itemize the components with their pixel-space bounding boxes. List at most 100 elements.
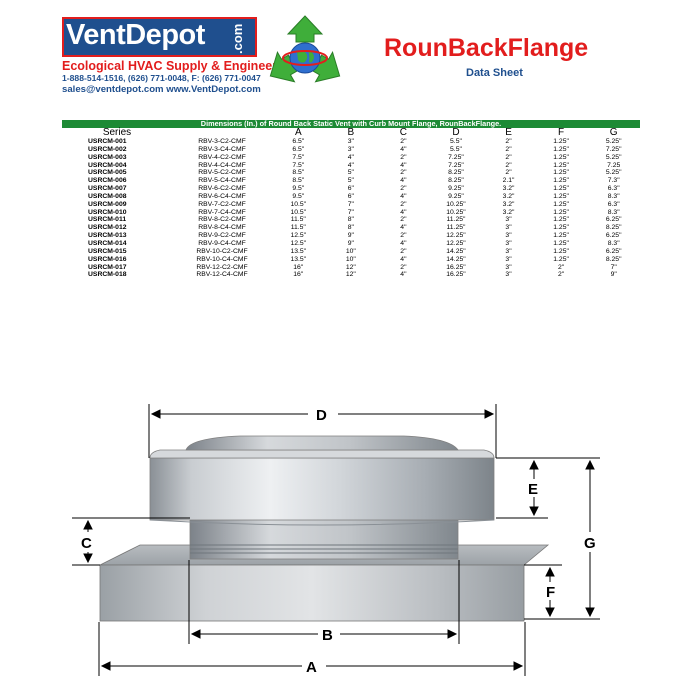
dimension-cell: 5.25": [605, 153, 622, 161]
dimension-cell: 2": [557, 271, 565, 279]
dimension-cell: 1.25": [553, 192, 569, 200]
dimension-cell: 11.5": [290, 224, 306, 232]
model-cell: RBV-10-C4-CMF: [196, 255, 248, 263]
dimension-cell: 3": [347, 145, 354, 153]
dimension-cell: 6.3": [607, 185, 620, 193]
dimension-cell: 6.3": [607, 200, 620, 208]
product-subtitle: Data Sheet: [466, 67, 523, 79]
dimension-cell: 8.5": [292, 169, 305, 177]
dimension-cell: 10.25": [446, 208, 466, 216]
dimension-cell: 2": [505, 153, 512, 161]
dimension-cell: 2": [400, 247, 407, 255]
dimension-cell: 8.3": [607, 239, 620, 247]
dimension-cell: 2": [400, 232, 407, 240]
dimension-cell: 3.2": [502, 208, 515, 216]
dimension-cell: 2": [400, 200, 407, 208]
dimension-cell: 1.25": [553, 239, 569, 247]
model-cell: RBV-9-C4-CMF: [198, 239, 246, 247]
model-cell: RBV-3-C2-CMF: [198, 138, 246, 145]
model-cell: RBV-8-C2-CMF: [198, 216, 246, 224]
dimension-cell: 16.25": [446, 271, 466, 279]
flange-front: [99, 564, 525, 622]
dimension-cell: 12.25": [446, 232, 466, 240]
dimension-cell: 3": [505, 247, 512, 255]
dimension-cell: 3": [505, 232, 512, 240]
dimension-cell: 8.25": [448, 177, 464, 185]
dimension-cell: 2": [505, 145, 512, 153]
logo-name: VentDepot: [66, 19, 205, 51]
dimension-cell: 10.5": [290, 200, 307, 208]
dimension-cell: 9": [347, 232, 354, 240]
dimension-cell: 9": [347, 239, 354, 247]
dimension-cell: 1.25": [553, 247, 569, 255]
model-cell: RBV-4-C2-CMF: [198, 153, 246, 161]
dimension-cell: 7.5": [292, 153, 305, 161]
dimension-cell: 2": [505, 169, 512, 177]
series-cell: USRCM-010: [88, 208, 127, 216]
series-cell: USRCM-008: [88, 192, 127, 200]
dimension-cell: 8.3": [607, 192, 620, 200]
dimension-cell: 3.2": [502, 185, 515, 193]
dimension-cell: 1.25": [553, 145, 569, 153]
dimension-cell: 10.5": [290, 208, 307, 216]
dimension-cell: 4": [400, 224, 407, 232]
dimension-cell: 6": [347, 185, 354, 193]
label-b: B: [322, 627, 333, 644]
series-cell: USRCM-004: [88, 161, 127, 169]
dimension-cell: 7.25": [448, 153, 464, 161]
label-f: F: [546, 584, 555, 601]
model-cell: RBV-4-C4-CMF: [198, 161, 246, 169]
dimension-cell: 3": [505, 224, 512, 232]
logo-box: [62, 17, 257, 57]
dimension-cell: 16": [293, 263, 304, 271]
recycle-globe-icon: [269, 15, 341, 83]
dimension-cell: 10.25": [446, 200, 466, 208]
dimension-cell: 4": [400, 161, 407, 169]
dimension-cell: 4": [400, 177, 407, 185]
series-cell: USRCM-005: [88, 169, 127, 177]
dimension-cell: 9.5": [292, 192, 305, 200]
dimension-cell: 2": [400, 169, 407, 177]
dimension-cell: 3": [505, 263, 512, 271]
table-caption: Dimensions (In.) of Round Back Static Ve…: [62, 120, 640, 128]
dimension-cell: 12": [345, 263, 356, 271]
dimension-cell: 3": [505, 239, 512, 247]
dimension-cell: 11.25": [446, 216, 466, 224]
dimension-cell: 1.25": [553, 153, 569, 161]
dimension-cell: 6.25": [605, 232, 622, 240]
dimension-cell: 1.25": [553, 232, 569, 240]
series-cell: USRCM-014: [88, 239, 127, 247]
model-cell: RBV-6-C2-CMF: [198, 185, 246, 193]
dimension-cell: 4": [400, 271, 407, 279]
vent-neck: [189, 514, 459, 560]
dimension-cell: 4": [347, 161, 354, 169]
dimension-cell: 4": [347, 153, 354, 161]
dimension-cell: 2": [400, 263, 407, 271]
dimension-cell: 2": [400, 153, 407, 161]
dimension-cell: 3.2": [502, 192, 515, 200]
model-cell: RBV-10-C2-CMF: [196, 247, 248, 255]
dimension-cell: 3.2": [502, 200, 515, 208]
dimension-cell: 2": [400, 185, 407, 193]
series-cell: USRCM-001: [88, 138, 127, 145]
dimension-cell: 4": [400, 192, 407, 200]
header-e: E: [505, 127, 512, 138]
dimension-cell: 7": [347, 200, 354, 208]
dimension-cell: 5.25": [605, 138, 622, 145]
dimension-cell: 1.25": [553, 208, 569, 216]
model-cell: RBV-12-C2-CMF: [196, 263, 248, 271]
dimension-cell: 14.25": [446, 255, 466, 263]
dimension-cell: 3": [505, 255, 512, 263]
dimension-cell: 2": [400, 216, 407, 224]
